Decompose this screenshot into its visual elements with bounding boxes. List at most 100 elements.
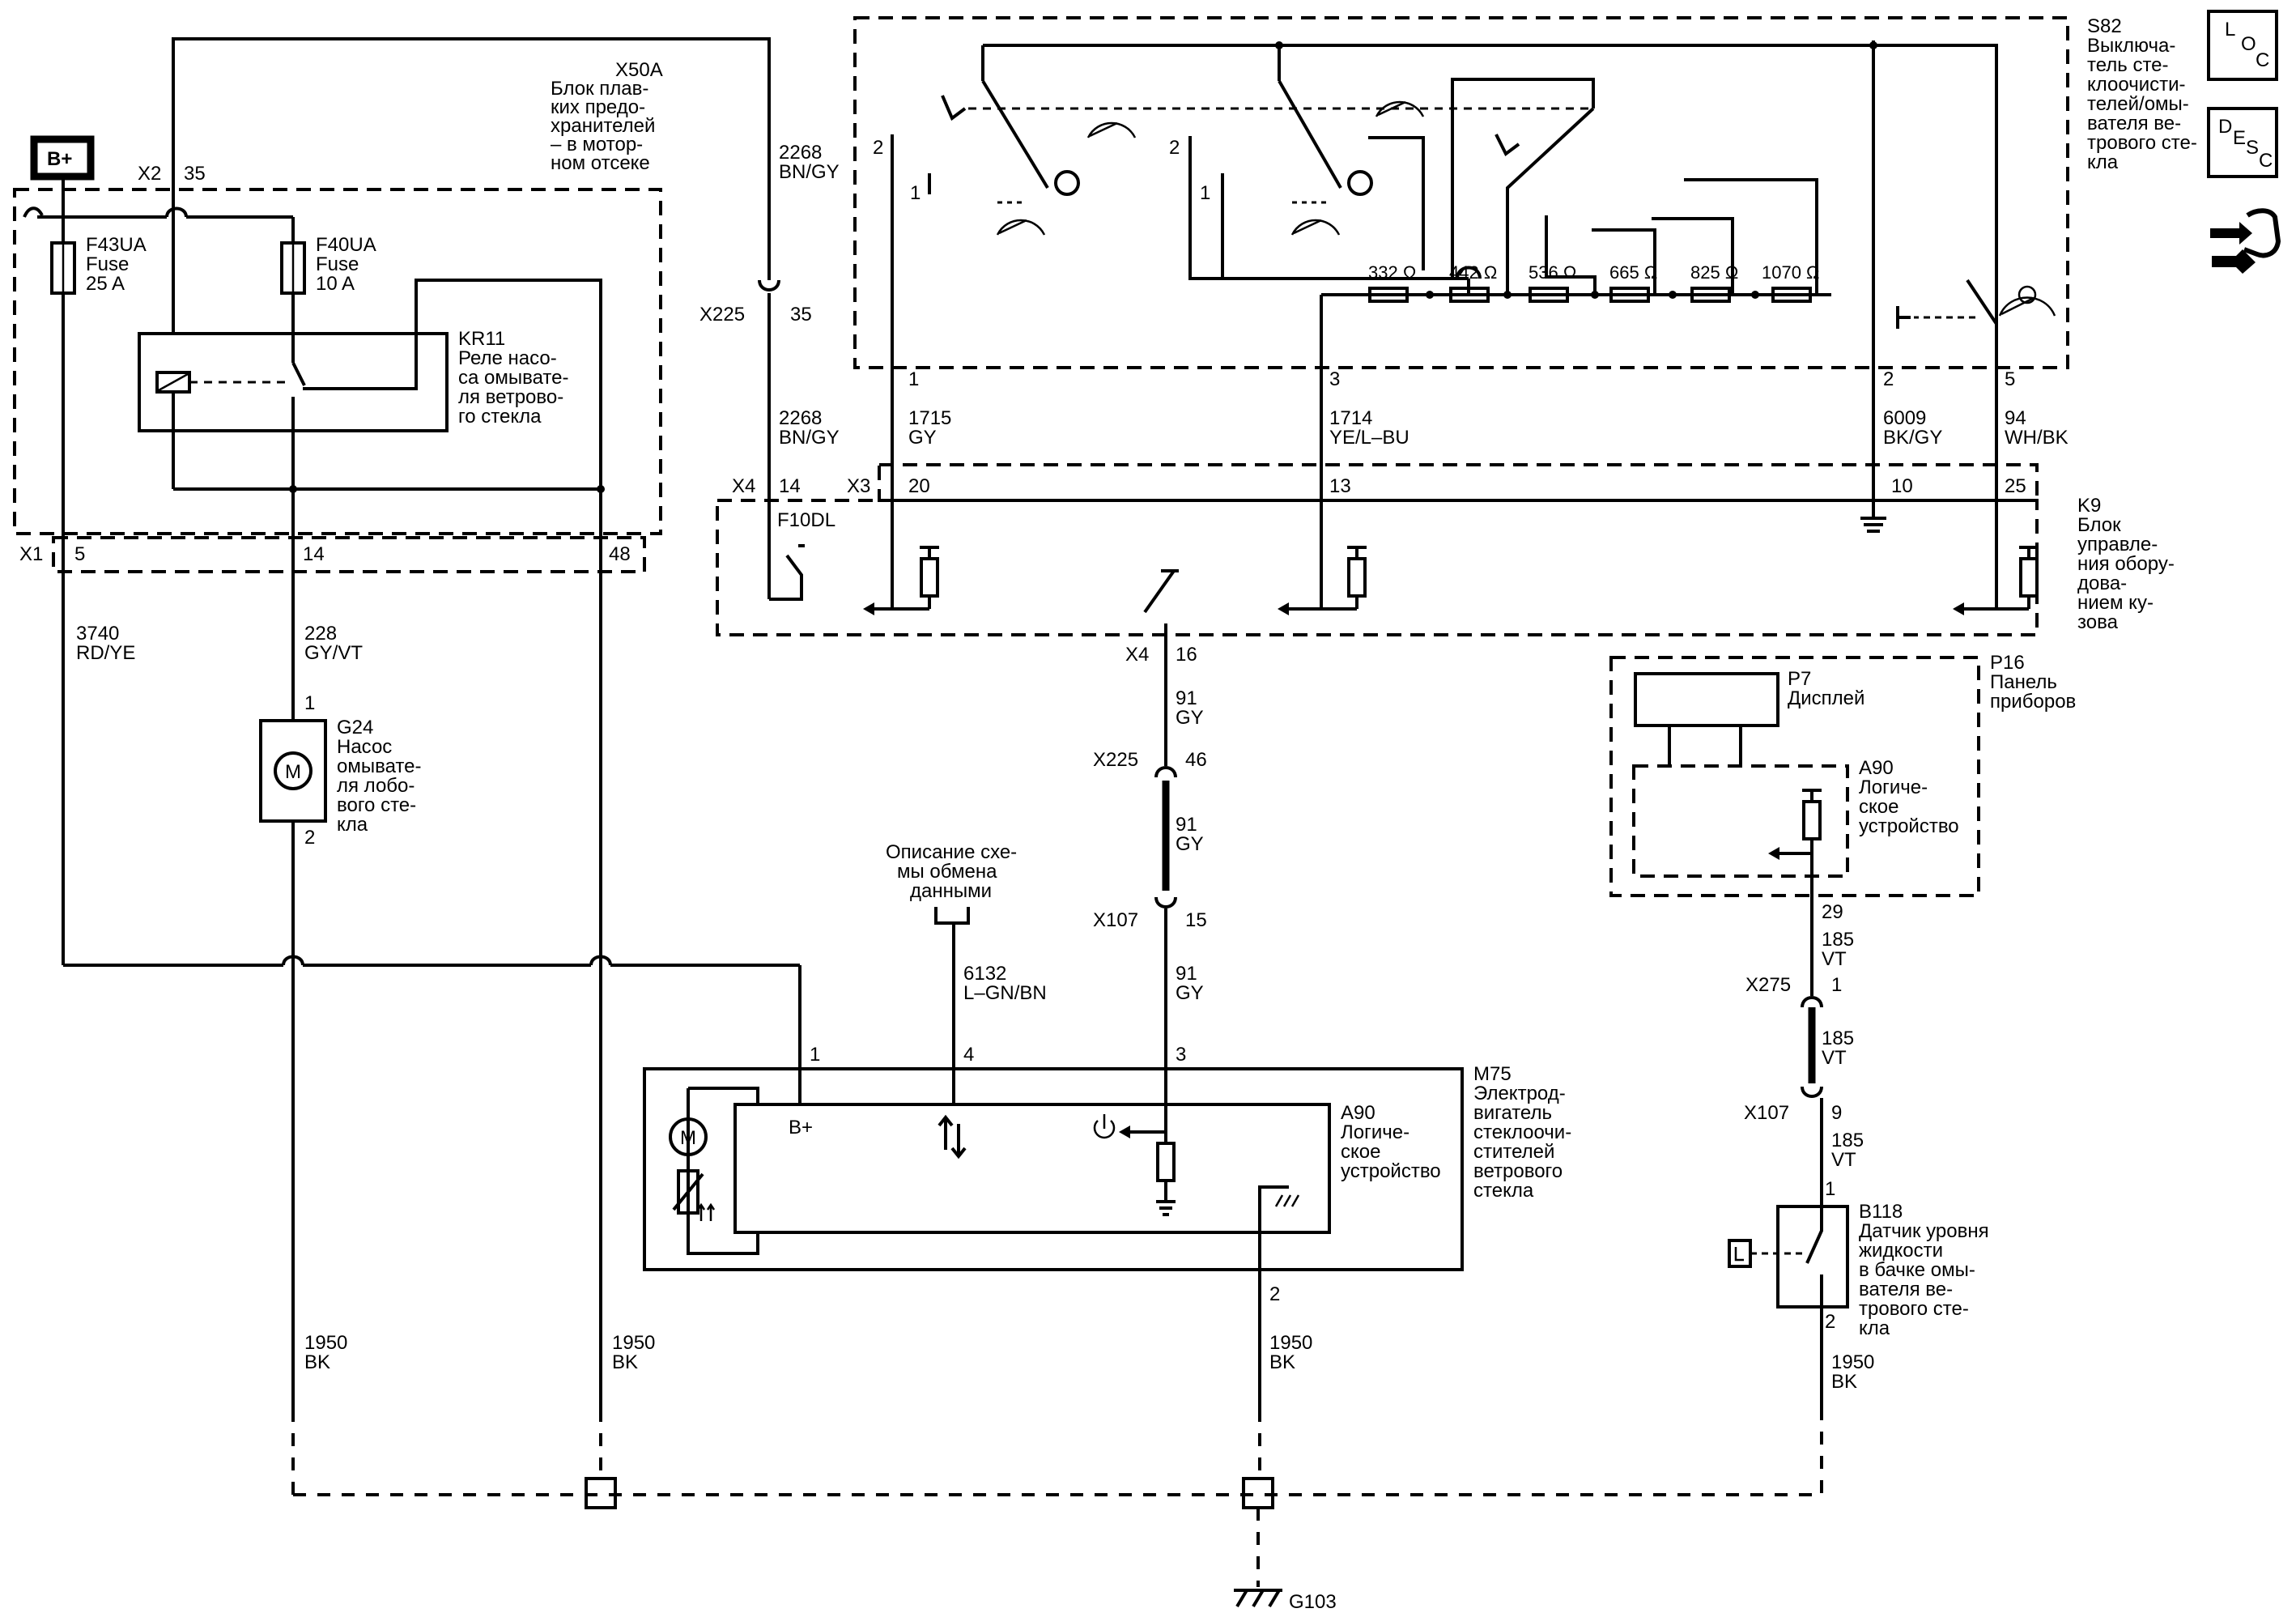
sensor-b118 [1776,1205,1849,1308]
pin-x4-14: 14 [779,475,801,497]
data-arrow-up-icon [938,1114,954,1150]
svg-text:мы обмена: мы обмена [897,861,997,883]
f10dl-label: F10DL [777,509,835,531]
svg-text:BK/GY: BK/GY [1883,427,1942,449]
svg-text:BK: BK [1269,1351,1295,1373]
svg-text:L–GN/BN: L–GN/BN [963,982,1047,1004]
pin-s82-1b: 1 [1200,182,1210,204]
m75-logic-a90 [733,1103,1331,1234]
svg-text:94: 94 [2005,407,2026,429]
pin-m75-3: 3 [1176,1044,1186,1066]
connector-x1-row [52,536,646,573]
g24-label: G24 Насос омывате- ля лобо- вого сте- кл… [337,717,421,836]
svg-text:GY/VT: GY/VT [304,642,363,664]
resistor-442: 442 Ω [1449,262,1497,283]
motor-icon-m75 [669,1117,708,1156]
connector-x107-b: X107 [1744,1102,1789,1124]
svg-text:Электрод-: Электрод- [1473,1083,1566,1104]
wire-1714: 1714 YE/L–BU [1329,407,1409,449]
svg-text:Блок: Блок [2077,514,2121,536]
wire-6009: 6009 BK/GY [1883,407,1942,449]
svg-text:хранителей: хранителей [551,115,655,137]
svg-text:A90: A90 [1341,1102,1375,1124]
svg-text:BK: BK [304,1351,330,1373]
svg-text:ское: ское [1859,796,1898,818]
svg-text:стекла: стекла [1473,1180,1534,1202]
svg-text:Насос: Насос [337,736,392,758]
pin-x3-25: 25 [2005,475,2026,497]
level-indicator-icon [1728,1239,1752,1268]
svg-text:228: 228 [304,623,337,645]
svg-text:91: 91 [1176,963,1197,985]
svg-text:GY: GY [908,427,937,449]
wire-1715: 1715 GY [908,407,951,449]
motor-m75 [643,1067,1464,1271]
desc-letter-c2: C [2259,150,2273,172]
svg-text:го стекла: го стекла [458,406,542,428]
svg-text:2268: 2268 [779,142,822,164]
svg-text:1950: 1950 [1831,1351,1874,1373]
svg-text:дова-: дова- [2077,572,2127,594]
svg-text:Дисплей: Дисплей [1788,687,1864,709]
svg-text:P16: P16 [1990,652,2025,674]
pin-x1-14: 14 [303,543,325,565]
svg-text:GY: GY [1176,982,1204,1004]
pin-s82-1a: 1 [910,182,921,204]
data-description-label[interactable]: Описание схе- мы обмена данными [886,841,1017,902]
svg-text:1950: 1950 [304,1332,347,1354]
wire-185-b: 185 VT [1822,1028,1854,1069]
pin-b118-1: 1 [1825,1178,1835,1200]
desc-icon[interactable]: D E S C [2207,107,2278,178]
svg-text:омывате-: омывате- [337,755,421,777]
svg-text:F40UA: F40UA [316,234,376,256]
svg-text:Fuse: Fuse [316,253,359,275]
x50a-label: X50A Блок плав- ких предо- хранителей – … [551,59,663,174]
svg-text:устройство: устройство [1859,815,1959,837]
svg-text:B118: B118 [1859,1201,1903,1223]
pin-x107-15: 15 [1185,909,1207,931]
svg-text:BK: BK [1831,1371,1857,1393]
wire-1950-c: 1950 BK [1269,1332,1312,1373]
pin-s82-2: 2 [1883,368,1894,390]
splice-left [585,1477,617,1509]
pin-x2-35: 35 [184,163,206,185]
svg-text:BN/GY: BN/GY [779,161,840,183]
pin-x3-10: 10 [1891,475,1913,497]
wire-2268-mid: 2268 BN/GY [779,407,840,449]
b118-label: B118 Датчик уровня жидкости в бачке омы-… [1859,1201,1989,1339]
loc-letter-c: C [2256,49,2269,71]
svg-text:са омывате-: са омывате- [458,367,568,389]
pin-s82-5: 5 [2005,368,2015,390]
svg-text:стителей: стителей [1473,1141,1554,1163]
svg-text:GY: GY [1176,833,1204,855]
wire-2268-top: 2268 BN/GY [779,142,840,183]
display-p7 [1634,672,1779,727]
resistor-1070: 1070 Ω [1762,262,1820,283]
svg-text:телей/омы-: телей/омы- [2087,93,2189,115]
svg-text:– в мотор-: – в мотор- [551,134,643,155]
svg-text:3740: 3740 [76,623,119,645]
loc-icon[interactable]: L O C [2207,10,2278,81]
svg-text:Реле насо-: Реле насо- [458,347,557,369]
svg-text:Fuse: Fuse [86,253,129,275]
loc-letter-o: O [2241,33,2256,55]
svg-text:2268: 2268 [779,407,822,429]
kr11-label: KR11 Реле насо- са омывате- ля ветрово- … [458,328,568,428]
g24-motor-letter: M [285,761,301,783]
svg-text:Датчик уровня: Датчик уровня [1859,1220,1989,1242]
pin-x3-13: 13 [1329,475,1351,497]
washer-icon [1998,285,2056,317]
svg-text:M75: M75 [1473,1063,1512,1085]
wire-185-c: 185 VT [1831,1130,1864,1171]
connector-x225-a: X225 [699,304,745,326]
wire-1950-d: 1950 BK [1831,1351,1874,1393]
instrument-panel-p16 [1609,656,1980,897]
pin-x4-16: 16 [1176,644,1197,666]
svg-text:1950: 1950 [612,1332,655,1354]
svg-text:ля ветрово-: ля ветрово- [458,386,563,408]
svg-text:в бачке омы-: в бачке омы- [1859,1259,1975,1281]
service-hand-wrench-icon[interactable] [2210,208,2281,274]
k9-label: K9 Блок управле- ния обору- дова- нием к… [2077,495,2175,633]
a90-p16-logic [1632,764,1849,878]
pin-x225-35: 35 [790,304,812,326]
